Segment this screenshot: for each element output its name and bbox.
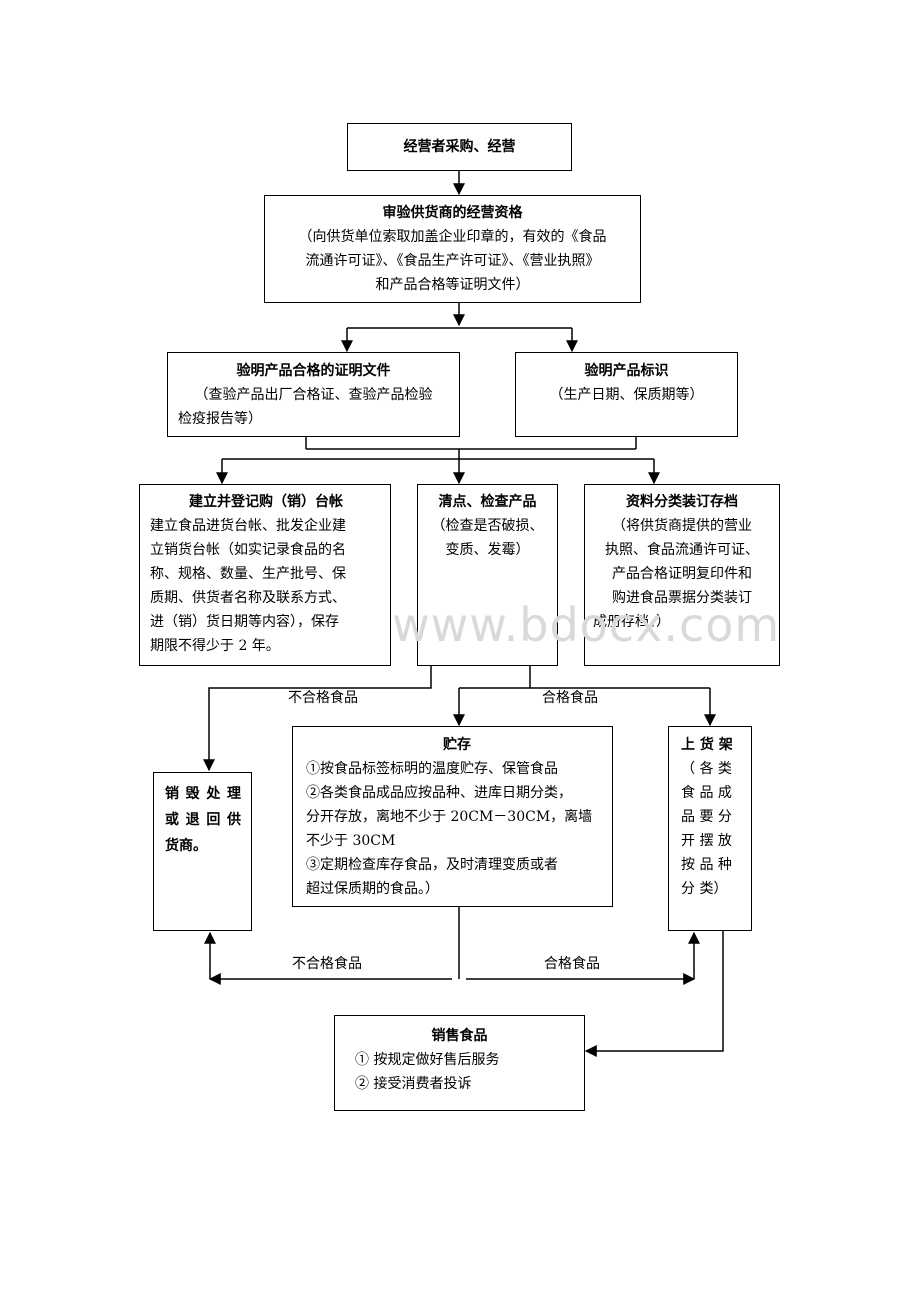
arrow-to-destroy [203,666,432,772]
destroy-line-1: 销毁处理 [165,786,241,802]
inspect-box: 清点、检查产品 （检查是否破损、 变质、发霉） [417,484,558,666]
ledger-line-6: 期限不得少于 2 年。 [150,638,280,654]
archive-line-1: （将供货商提供的营业 [612,518,752,534]
storage-line-5: ③定期检查库存食品，及时清理变质或者 [306,857,558,873]
label-box: 验明产品标识 （生产日期、保质期等） [515,352,738,437]
inspect-line-1: （检查是否破损、 [431,518,544,534]
shelf-line-5: 按 品 种 [681,857,732,873]
shelf-title: 上 货 架 [681,737,733,753]
storage-line-1: ①按食品标签标明的温度贮存、保管食品 [306,761,558,777]
sales-box: 销售食品 ① 按规定做好售后服务 ② 接受消费者投诉 [334,1015,585,1111]
archive-line-5: 成册存档。） [593,614,670,630]
audit-box: 审验供货商的经营资格 （向供货单位索取加盖企业印章的，有效的《食品 流通许可证》… [264,195,641,303]
archive-title: 资料分类装订存档 [626,494,738,510]
certificate-box: 验明产品合格的证明文件 （查验产品出厂合格证、查验产品检验 检疫报告等） [167,352,460,437]
shelf-line-2: 食 品 成 [681,785,732,801]
inspect-line-2: 变质、发霉） [445,542,530,558]
watermark-text: www.bdocx.com [392,598,781,652]
sales-title: 销售食品 [431,1028,488,1044]
certificate-line-2: 检疫报告等） [178,411,262,427]
ledger-line-5: 进（销）货日期等内容），保存 [150,614,339,630]
ledger-line-3: 称、规格、数量、生产批号、保 [150,566,346,582]
archive-box: 资料分类装订存档 （将供货商提供的营业 执照、食品流通许可证、 产品合格证明复印… [584,484,780,666]
operator-title: 经营者采购、经营 [403,139,516,155]
archive-line-2: 执照、食品流通许可证、 [605,542,759,558]
inspect-title: 清点、检查产品 [438,494,537,510]
ledger-line-4: 质期、供货者名称及联系方式、 [150,590,346,606]
shelf-line-1: （ 各 类 [681,761,732,777]
shelf-box: 上 货 架 （ 各 类 食 品 成 品 要 分 开 摆 放 按 品 种 分 类） [668,726,752,931]
storage-box: 贮存 ①按食品标签标明的温度贮存、保管食品 ②各类食品成品应按品种、进库日期分类… [292,726,613,907]
audit-line-2: 流通许可证》、《食品生产许可证》、《营业执照》 [305,253,600,269]
audit-line-1: （向供货单位索取加盖企业印章的，有效的《食品 [298,229,607,245]
sales-line-2: ② 接受消费者投诉 [355,1076,472,1092]
label-unqualified-top: 不合格食品 [288,690,358,706]
ledger-box: 建立并登记购（销）台帐 建立食品进货台帐、批发企业建 立销货台帐（如实记录食品的… [139,484,391,666]
shelf-line-6: 分 类） [681,881,728,897]
certificate-title: 验明产品合格的证明文件 [236,363,391,379]
ledger-line-1: 建立食品进货台帐、批发企业建 [150,518,346,534]
label-title: 验明产品标识 [584,363,669,379]
shelf-line-4: 开 摆 放 [681,833,732,849]
storage-line-6: 超过保质期的食品。） [306,881,439,897]
destroy-line-3: 货商。 [165,838,207,854]
storage-line-3: 分开存放，离地不少于 20CM－30CM，离墙 [306,809,593,825]
label-qualified-top: 合格食品 [542,690,598,706]
arrow-shelf-to-sales [584,931,724,1057]
certificate-line-1: （查验产品出厂合格证、查验产品检验 [194,387,433,403]
ledger-line-2: 立销货台帐（如实记录食品的名 [150,542,346,558]
shelf-line-3: 品 要 分 [681,809,732,825]
label-qualified-bottom: 合格食品 [544,956,600,972]
ledger-title: 建立并登记购（销）台帐 [189,494,343,510]
destroy-line-2: 或退回供 [165,812,241,828]
operator-box: 经营者采购、经营 [347,123,572,171]
archive-line-3: 产品合格证明复印件和 [612,566,752,582]
audit-title: 审验供货商的经营资格 [382,205,523,221]
storage-title: 贮存 [443,737,471,753]
label-unqualified-bottom: 不合格食品 [292,956,362,972]
storage-line-2: ②各类食品成品应按品种、进库日期分类， [306,785,572,801]
destroy-box: 销毁处理 或退回供 货商。 [153,772,252,931]
archive-line-4: 购进食品票据分类装订 [612,590,752,606]
sales-line-1: ① 按规定做好售后服务 [355,1052,500,1068]
audit-line-3: 和产品合格等证明文件） [375,277,530,293]
label-line-1: （生产日期、保质期等） [549,387,704,403]
storage-line-4: 不少于 30CM [306,833,396,849]
